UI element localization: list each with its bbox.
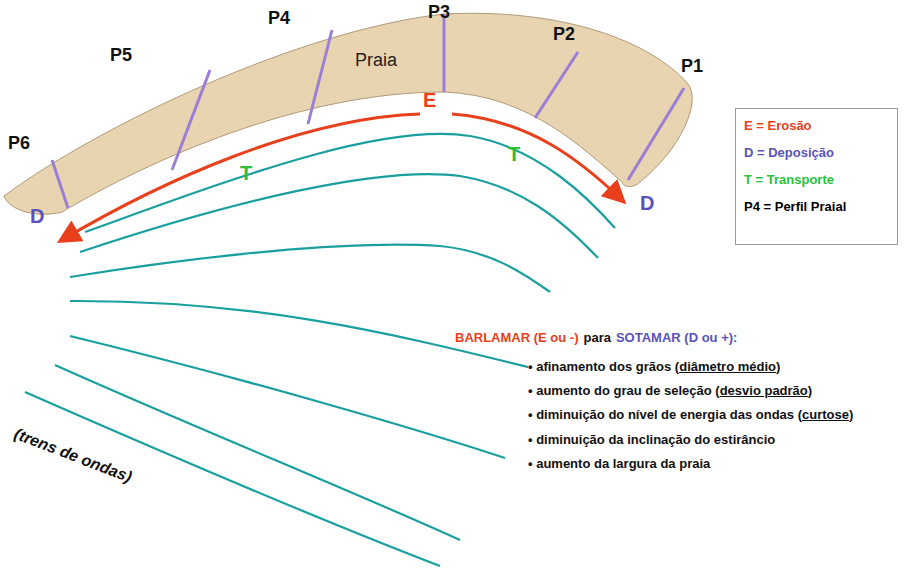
bullet-item: • aumento da largura da praia	[528, 455, 888, 473]
bullet-item: • afinamento dos grãos (diâmetro médio)	[528, 358, 888, 376]
deposition-mark: D	[30, 205, 44, 228]
beach-name: Praia	[355, 50, 397, 71]
heading-part: para	[583, 330, 610, 345]
transport-mark: T	[508, 143, 520, 166]
profile-label: P5	[110, 45, 132, 66]
legend-entry: D = Deposição	[744, 145, 889, 160]
bullet-item: • diminuição do nível de energia das ond…	[528, 406, 888, 424]
legend-text: D = Deposição	[744, 145, 834, 160]
deposition-mark: D	[640, 192, 654, 215]
legend-entry: E = Erosão	[744, 118, 889, 133]
profile-label: P1	[681, 56, 703, 77]
legend-text: T = Transporte	[744, 172, 834, 187]
legend-box: E = Erosão D = Deposição T = Transporte P4 …	[735, 108, 898, 245]
profile-label: P2	[553, 24, 575, 45]
legend-text: E = Erosão	[744, 118, 812, 133]
bullet-list: • afinamento dos grãos (diâmetro médio) •…	[528, 358, 888, 479]
beach-outline	[0, 0, 700, 220]
waves-caption: (trens de ondas)	[11, 425, 134, 487]
profile-label: P4	[268, 8, 290, 29]
legend-entry: P4 = Perfil Praial	[744, 199, 889, 214]
legend-entry: T = Transporte	[744, 172, 889, 187]
transport-mark: T	[240, 162, 252, 185]
erosion-mark: E	[423, 89, 436, 112]
heading-row: BARLAMAR (E ou -) para SOTAMAR (D ou +):	[455, 330, 737, 345]
beach-shape: Praia	[0, 0, 700, 220]
legend-text: P4 = Perfil Praial	[744, 199, 846, 214]
heading-part: SOTAMAR (D ou +):	[616, 330, 737, 345]
heading-part: BARLAMAR (E ou -)	[455, 330, 578, 345]
bullet-item: • diminuição da inclinação do estirâncio	[528, 431, 888, 449]
profile-label: P3	[428, 2, 450, 23]
wave-trains	[25, 134, 615, 566]
profile-label: P6	[8, 133, 30, 154]
bullet-item: • aumento do grau de seleção (desvio pad…	[528, 382, 888, 400]
